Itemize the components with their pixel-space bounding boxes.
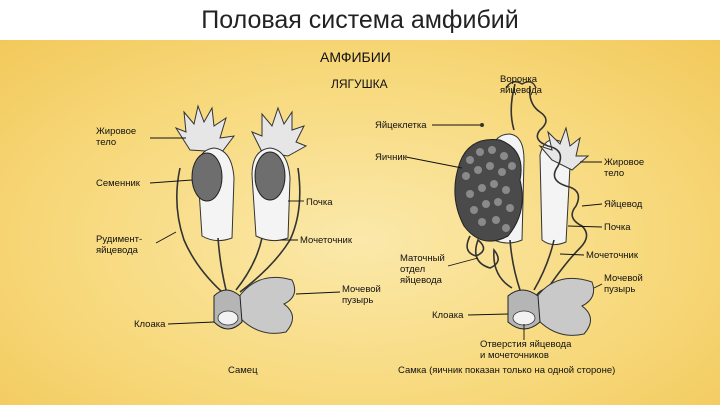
label-uterine-part-3: яйцевода — [400, 275, 443, 286]
label-female-fat-body-1: Жировое — [604, 157, 644, 168]
female-organs — [454, 81, 595, 336]
female-ovary — [454, 138, 523, 242]
label-openings-1: Отверстия яйцевода — [480, 339, 572, 350]
figure-subheader: ЛЯГУШКА — [331, 77, 388, 91]
label-male-rudimentary-oviduct-1: Рудимент- — [96, 234, 142, 245]
label-male-ureter: Мочеточник — [300, 235, 353, 246]
female-labels: Воронка яйцевода Яйцеклетка Яичник Жиров… — [375, 74, 644, 376]
male-testis-right — [254, 151, 286, 201]
label-uterine-part-1: Маточный — [400, 253, 445, 264]
label-male-fat-body-2: тело — [96, 137, 116, 148]
label-male-bladder-2: пузырь — [342, 295, 373, 306]
label-female-fat-body-2: тело — [604, 168, 624, 179]
label-male-bladder-1: Мочевой — [342, 284, 381, 295]
label-oviduct-funnel-2: яйцевода — [500, 85, 543, 96]
male-cloaca-opening — [217, 310, 239, 326]
male-testis-left — [191, 152, 223, 202]
label-uterine-part-2: отдел — [400, 264, 425, 275]
male-organs — [174, 104, 308, 334]
female-oviduct-right — [528, 85, 588, 289]
label-female-cloaca: Клоака — [432, 310, 464, 321]
label-female-ureter: Мочеточник — [586, 250, 639, 261]
male-rudimentary-oviduct-left — [176, 167, 223, 293]
female-bladder — [535, 277, 595, 336]
label-female-bladder-2: пузырь — [604, 284, 635, 295]
label-female-bladder-1: Мочевой — [604, 273, 643, 284]
label-male-cloaca: Клоака — [134, 319, 166, 330]
male-labels: Жировое тело Семенник Почка Рудимент- яй… — [96, 126, 381, 376]
slide-title: Половая система амфибий — [201, 6, 519, 34]
caption-female: Самка (яичник показан только на одной ст… — [398, 365, 615, 376]
label-openings-2: и мочеточников — [480, 350, 549, 361]
female-oviduct-funnel — [505, 81, 537, 89]
label-female-kidney: Почка — [604, 222, 631, 233]
label-oviduct: Яйцевод — [604, 199, 643, 210]
label-oviduct-funnel-1: Воронка — [500, 74, 538, 85]
figure-panel — [0, 40, 720, 405]
female-fat-body — [538, 126, 590, 171]
female-ureter-left — [509, 239, 521, 291]
male-ureter-right — [235, 237, 263, 291]
label-male-fat-body-1: Жировое — [96, 126, 136, 137]
label-egg: Яйцеклетка — [375, 120, 427, 131]
male-bladder — [237, 276, 296, 334]
label-male-rudimentary-oviduct-2: яйцевода — [96, 245, 139, 256]
male-ureter-left — [217, 237, 227, 291]
label-ovary: Яичник — [375, 152, 408, 163]
caption-male: Самец — [228, 365, 258, 376]
figure-header: АМФИБИИ — [320, 49, 391, 65]
label-male-testis: Семенник — [96, 178, 141, 189]
male-fat-body-right — [250, 106, 308, 157]
male-fat-body-left — [174, 104, 236, 153]
female-egg — [480, 123, 484, 127]
female-cloaca-opening — [512, 310, 536, 326]
female-ureter-right — [533, 239, 555, 291]
label-male-kidney: Почка — [306, 197, 333, 208]
